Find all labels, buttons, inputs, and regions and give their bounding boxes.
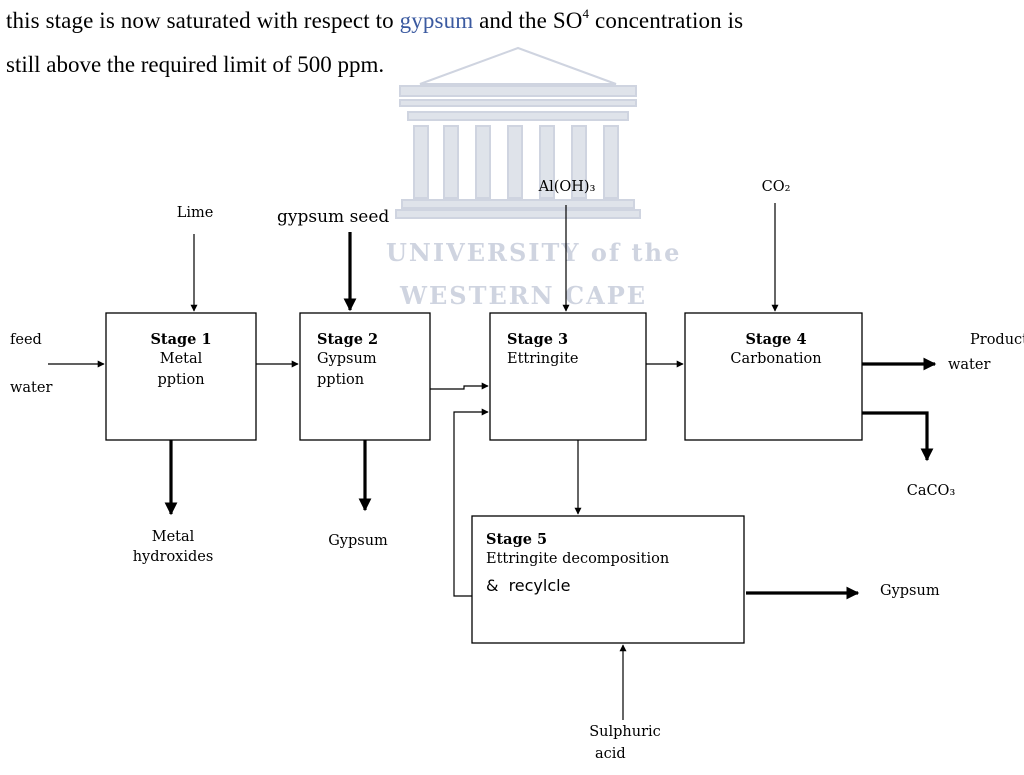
stage-1-line-1: Metal xyxy=(159,351,203,367)
gypsum-stage2-label: Gypsum xyxy=(328,533,388,549)
metal-label: Metal xyxy=(151,529,195,545)
stage-1-box xyxy=(105,312,257,441)
sulphuric-label: Sulphuric xyxy=(589,724,661,740)
water-label: water xyxy=(10,380,53,396)
stage-4-line-1: Carbonation xyxy=(730,351,822,367)
stage-1-line-2: pption xyxy=(157,372,205,388)
acid-label: acid xyxy=(595,746,626,762)
stage-4-title: Stage 4 xyxy=(745,331,807,348)
gypsum-stage5-label: Gypsum xyxy=(880,583,940,599)
stage-5-line-2: & recylcle xyxy=(486,576,571,595)
aloh3-label: Al(OH)₃ xyxy=(538,179,596,195)
gypsum-seed-label: gypsum seed xyxy=(277,207,390,227)
text-line-2: still above the required limit of 500 pp… xyxy=(6,52,385,77)
stage-1-title: Stage 1 xyxy=(150,331,212,348)
stage-2-line-1: Gypsum xyxy=(317,351,377,367)
stage-2-line-2: pption xyxy=(317,372,365,388)
stage-5-box xyxy=(471,515,745,644)
caco3-label: CaCO₃ xyxy=(906,483,956,499)
product-water-label: water xyxy=(948,357,991,373)
text-line-1: this stage is now saturated with respect… xyxy=(6,6,744,33)
product-label: Product xyxy=(970,332,1024,348)
stage-3-line-1: Ettringite xyxy=(507,351,579,367)
stage-5-line-1: Ettringite decomposition xyxy=(486,551,670,567)
stage-3-box xyxy=(489,312,647,441)
hydroxides-label: hydroxides xyxy=(132,549,214,565)
lime-label: Lime xyxy=(176,205,214,221)
gypsum-link[interactable]: gypsum xyxy=(399,8,474,33)
stage-2-title: Stage 2 xyxy=(317,331,379,348)
body-text: this stage is now saturated with respect… xyxy=(6,0,1016,87)
stage-5-title: Stage 5 xyxy=(486,531,548,548)
caco3-arrow xyxy=(862,411,934,462)
co2-label: CO₂ xyxy=(761,179,791,195)
feed-label: feed xyxy=(10,332,42,348)
stage2-to-stage3-arrow xyxy=(430,382,489,390)
stage-3-title: Stage 3 xyxy=(507,331,569,348)
stage-4-box xyxy=(684,312,863,441)
recycle-arrow xyxy=(453,408,489,597)
